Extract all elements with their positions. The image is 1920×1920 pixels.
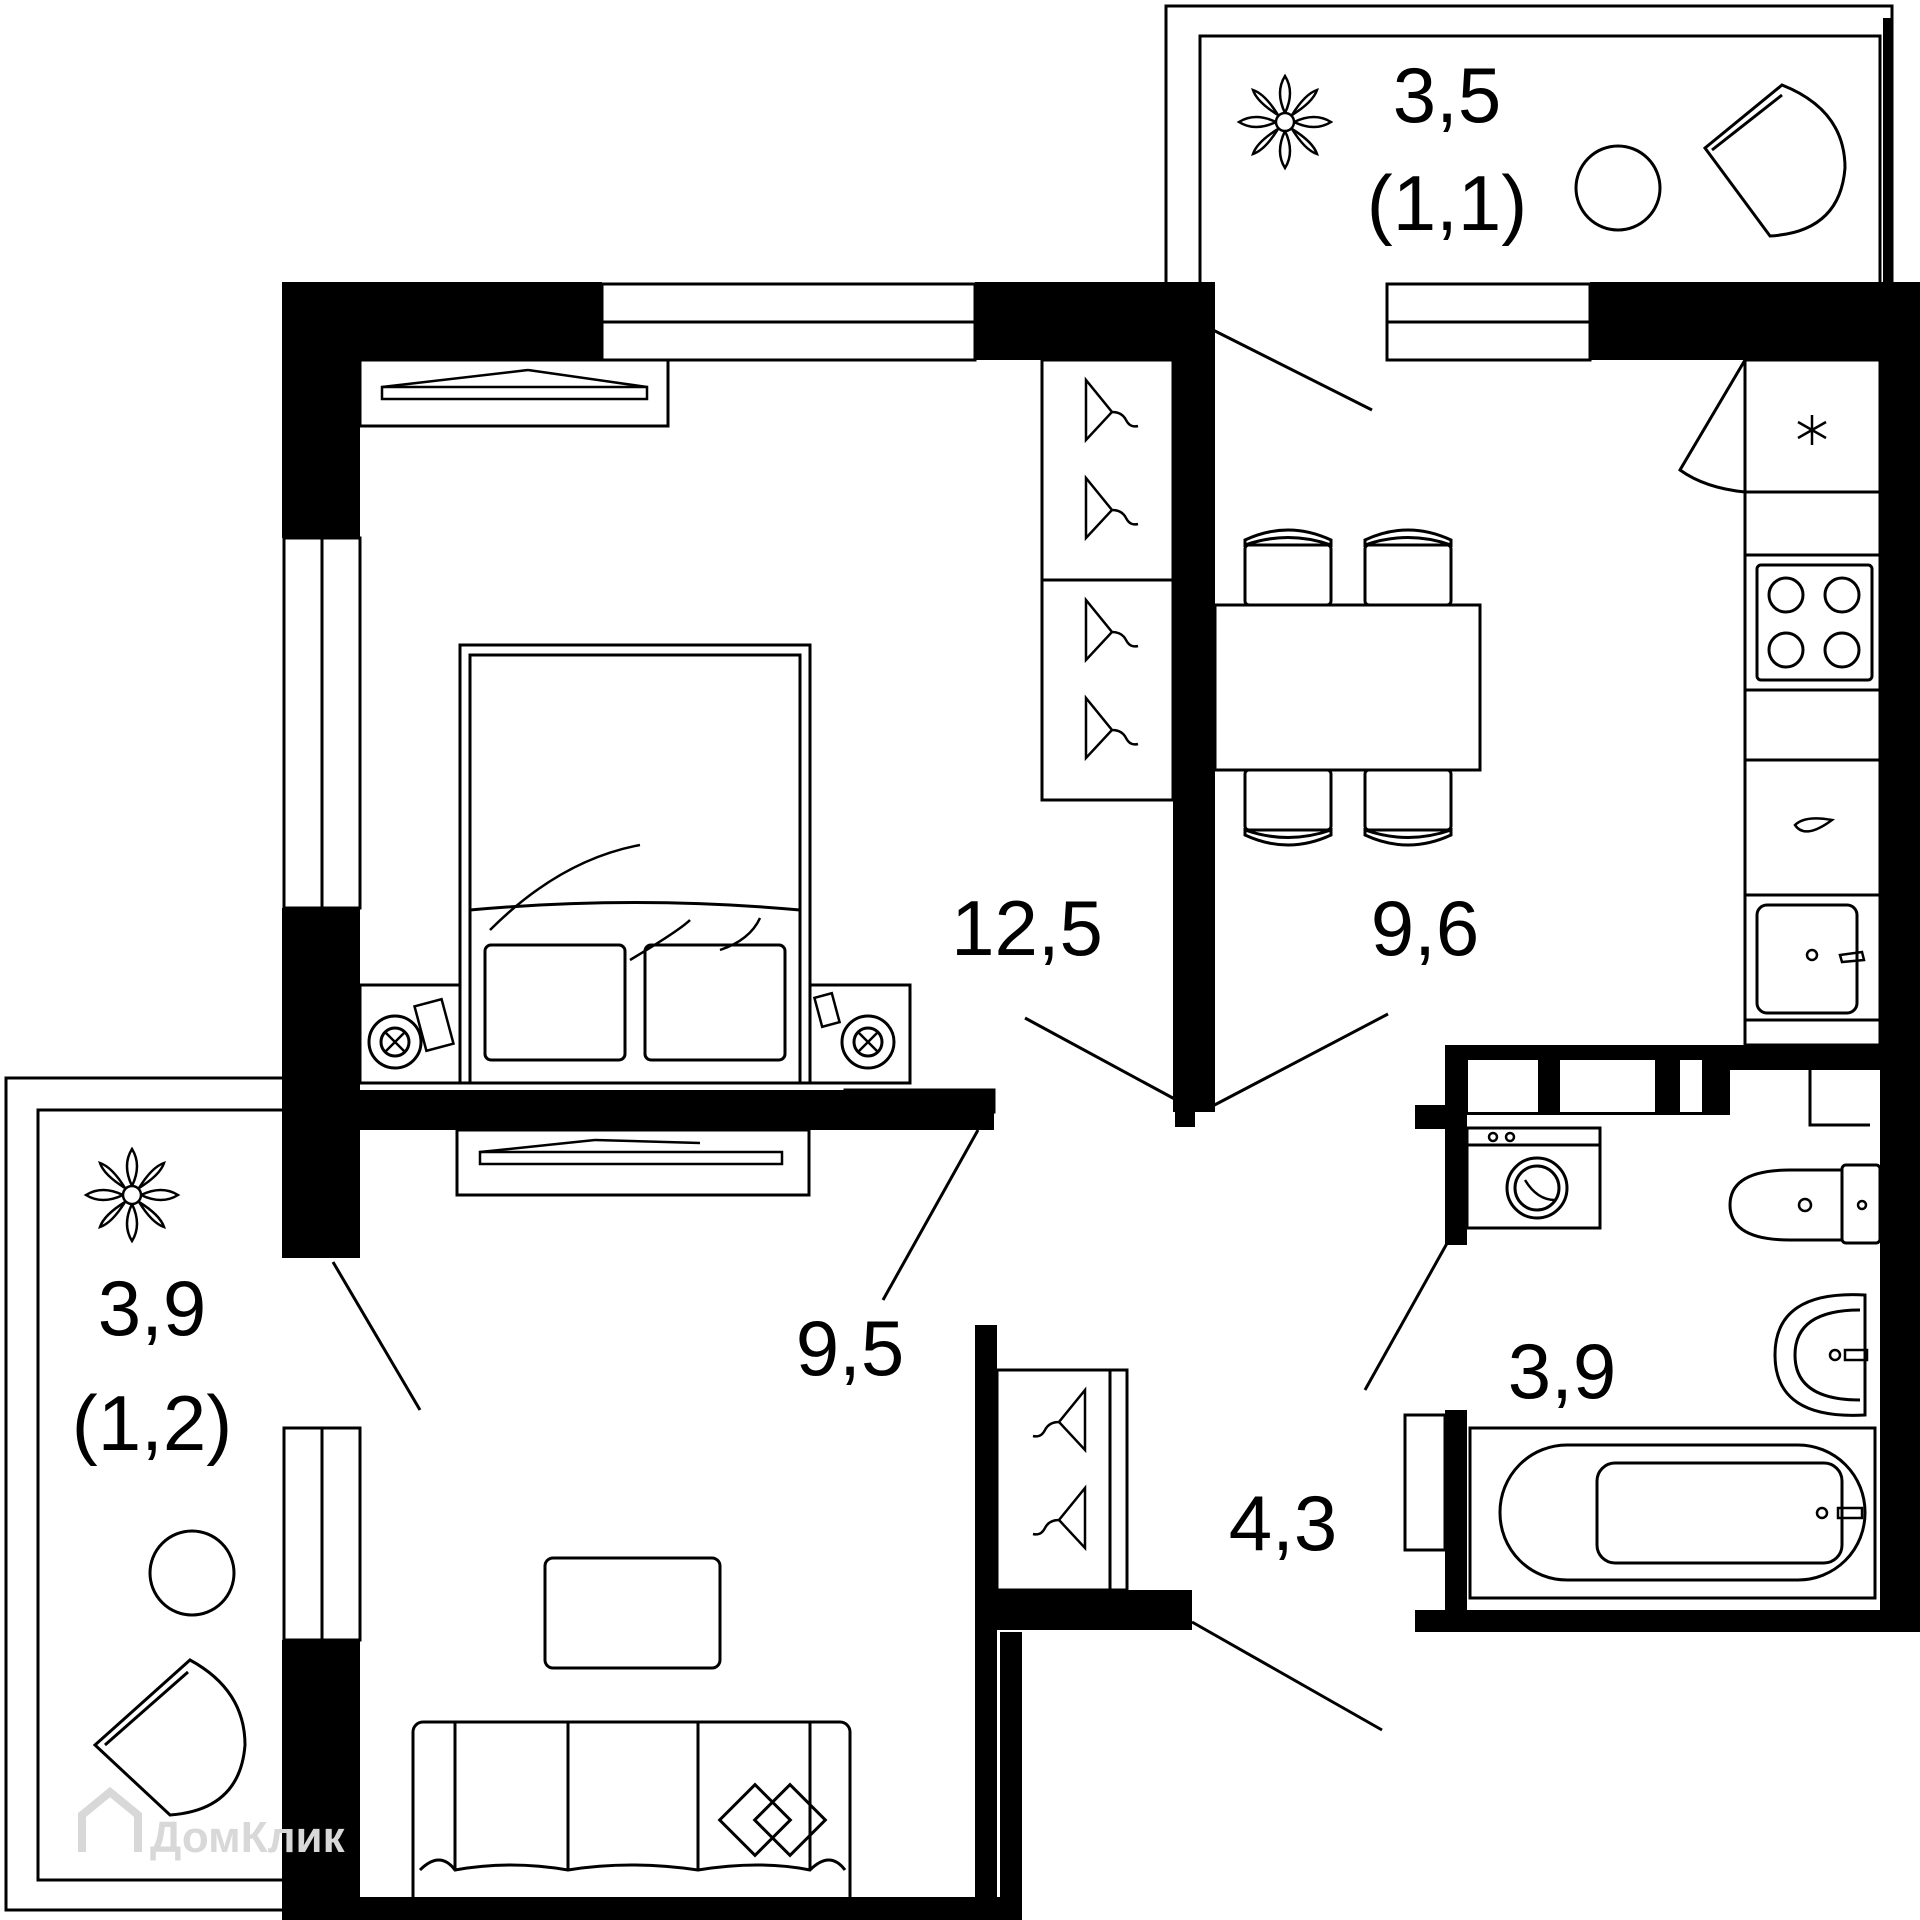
walls: [282, 282, 1920, 1920]
washing-machine: [1465, 1126, 1602, 1230]
balcony-left-note: (1,2): [72, 1379, 232, 1467]
balcony-top: [1164, 4, 1894, 284]
dining-table: [1213, 528, 1482, 847]
bathtub: [1403, 1413, 1877, 1600]
hallway-area: 4,3: [1229, 1479, 1337, 1567]
coffee-table: [543, 1556, 722, 1670]
area-labels: 3,5 (1,1) 12,5 9,6 9,5 3,9 (1,2) 3,9 4,3: [72, 51, 1616, 1567]
watermark: ДомКлик: [78, 1786, 346, 1862]
sofa: [411, 1720, 852, 1912]
nightstand-right: [808, 983, 912, 1085]
balcony-top-note: (1,1): [1367, 159, 1527, 247]
bathroom-area: 3,9: [1508, 1327, 1616, 1415]
wall-shelf-top: [358, 358, 670, 428]
armchair-top: [1702, 83, 1847, 238]
flower-icon: [1236, 73, 1334, 171]
wardrobe-bedroom: [1040, 358, 1175, 802]
kitchen-counter: [1678, 358, 1882, 1047]
round-table: [1574, 144, 1662, 232]
sink-cabinet: [1808, 1070, 1870, 1127]
balcony-left-area: 3,9: [98, 1264, 206, 1352]
tv-shelf: [455, 1128, 811, 1197]
bedroom-area: 12,5: [951, 884, 1103, 972]
armchair-left: [92, 1658, 247, 1817]
living-room-area: 9,5: [796, 1304, 904, 1392]
watermark-text: ДомКлик: [150, 1813, 346, 1862]
nightstand-left: [358, 983, 462, 1085]
door-lines: [331, 328, 1452, 1732]
washbasin: [1773, 1293, 1869, 1417]
round-table: [148, 1529, 236, 1617]
asterisk-icon: [1797, 415, 1827, 445]
windows: [282, 282, 1592, 1642]
wardrobe-hall: [995, 1368, 1129, 1592]
kitchen-area: 9,6: [1371, 884, 1479, 972]
double-bed: [458, 643, 812, 1085]
flower-icon: [83, 1146, 181, 1244]
balcony-left: [4, 1076, 282, 1912]
toilet: [1728, 1163, 1882, 1245]
balcony-top-area: 3,5: [1393, 51, 1501, 139]
